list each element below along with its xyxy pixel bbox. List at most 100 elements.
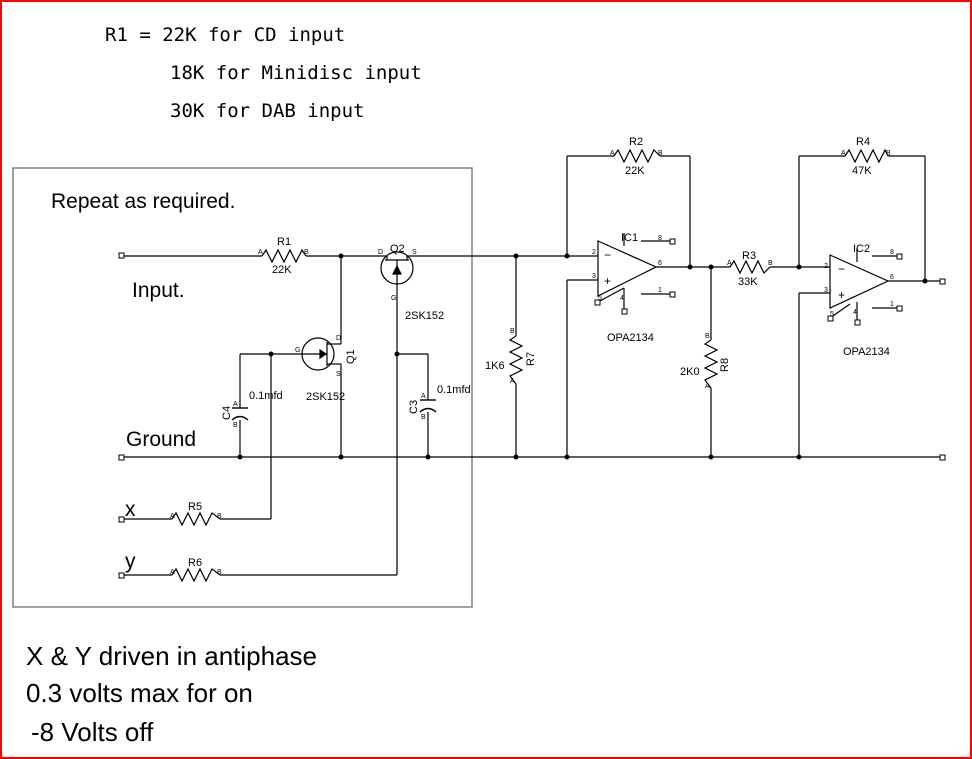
footer-line3: -8 Volts off bbox=[31, 717, 154, 747]
ic2-pin-6: 6 bbox=[890, 274, 894, 281]
ic1-pin-3: 3 bbox=[592, 273, 596, 280]
c4-value: 0.1mfd bbox=[249, 390, 283, 402]
repeat-label: Repeat as required. bbox=[51, 190, 235, 213]
r1-value: 22K bbox=[272, 264, 292, 276]
ic2-pin-5: 5 bbox=[830, 311, 834, 318]
resistor-symbols bbox=[171, 148, 889, 583]
r8-pin-a: A bbox=[705, 383, 710, 390]
r7-pin-b: B bbox=[510, 328, 515, 335]
r2-resistor bbox=[613, 148, 661, 164]
c3-name: C3 bbox=[408, 400, 420, 414]
q1-part: 2SK152 bbox=[306, 391, 345, 403]
ground-label: Ground bbox=[126, 428, 196, 451]
q1-pin-d: D bbox=[336, 335, 341, 342]
q2-name: Q2 bbox=[390, 243, 405, 255]
q1-pin-s: S bbox=[336, 371, 341, 378]
q2-pin-g: G bbox=[391, 295, 396, 302]
r2-pin-a: A bbox=[610, 150, 615, 157]
ic2-pin-8: 8 bbox=[890, 249, 894, 256]
input-label: Input. bbox=[132, 279, 185, 302]
c4-capacitor bbox=[231, 407, 249, 421]
ic2-part: OPA2134 bbox=[843, 346, 890, 358]
terminals bbox=[118, 238, 946, 579]
ic1-part: OPA2134 bbox=[607, 332, 654, 344]
capacitor-symbols bbox=[231, 399, 437, 421]
ic1-plus: + bbox=[604, 274, 611, 288]
r5-resistor bbox=[171, 511, 221, 527]
r1-pin-a: A bbox=[258, 249, 263, 256]
transistor-symbols bbox=[301, 251, 414, 371]
ic1-pin-5: 5 bbox=[598, 295, 602, 302]
ic1-pin-1: 1 bbox=[658, 287, 662, 294]
c4-pin-b: B bbox=[233, 422, 238, 429]
ic1-pin-2: 2 bbox=[592, 249, 596, 256]
c3-capacitor bbox=[419, 399, 437, 413]
r7-value: 1K6 bbox=[485, 360, 505, 372]
ic2-pin-1: 1 bbox=[890, 301, 894, 308]
r6-pin-a: A bbox=[170, 569, 175, 576]
r2-value: 22K bbox=[625, 165, 645, 177]
wires bbox=[122, 155, 943, 576]
ic1-pin-6: 6 bbox=[658, 260, 662, 267]
ic2-pin-2: 2 bbox=[824, 263, 828, 270]
r4-resistor bbox=[844, 148, 889, 164]
r1-pin-b: B bbox=[304, 249, 309, 256]
r3-value: 33K bbox=[738, 276, 758, 288]
r6-pin-b: B bbox=[217, 569, 222, 576]
r8-value: 2K0 bbox=[680, 366, 700, 378]
r4-name: R4 bbox=[856, 136, 870, 148]
r4-pin-b: B bbox=[886, 150, 891, 157]
ic1-name: IC1 bbox=[621, 232, 638, 244]
c4-name: C4 bbox=[221, 406, 233, 420]
q1-name: Q1 bbox=[345, 349, 357, 364]
r6-resistor bbox=[171, 567, 221, 583]
q2-jfet bbox=[380, 251, 414, 290]
r6-name: R6 bbox=[188, 557, 202, 569]
r3-name: R3 bbox=[742, 250, 756, 262]
ic1-minus: − bbox=[604, 248, 611, 262]
repeat-box bbox=[12, 167, 473, 608]
r7-pin-a: A bbox=[510, 378, 515, 385]
r4-pin-a: A bbox=[841, 150, 846, 157]
r1-note-line2: 18K for Minidisc input bbox=[170, 62, 422, 84]
r8-pin-b: B bbox=[705, 333, 710, 340]
y-label: y bbox=[125, 550, 136, 573]
c3-pin-b: B bbox=[421, 414, 426, 421]
r2-pin-b: B bbox=[658, 150, 663, 157]
r5-name: R5 bbox=[188, 501, 202, 513]
q1-jfet bbox=[301, 337, 342, 371]
ic2-opamp bbox=[829, 254, 890, 309]
ic2-pin-3: 3 bbox=[824, 287, 828, 294]
junction-dots bbox=[237, 253, 928, 460]
opamp-symbols bbox=[597, 240, 890, 309]
r1-resistor bbox=[261, 248, 307, 264]
r5-pin-b: B bbox=[217, 513, 222, 520]
ic1-pin-8: 8 bbox=[658, 235, 662, 242]
r7-resistor bbox=[508, 335, 524, 385]
ic1-opamp bbox=[597, 240, 658, 297]
r5-pin-a: A bbox=[170, 513, 175, 520]
c3-value: 0.1mfd bbox=[437, 384, 471, 396]
footer-line2: 0.3 volts max for on bbox=[26, 678, 253, 708]
ic1-pin-4: 4 bbox=[620, 295, 624, 302]
r7-name: R7 bbox=[525, 352, 537, 366]
ic2-plus: + bbox=[838, 288, 845, 302]
r3-pin-a: A bbox=[727, 260, 732, 267]
ic2-minus: − bbox=[838, 262, 845, 276]
r2-name: R2 bbox=[629, 136, 643, 148]
r1-name: R1 bbox=[277, 236, 291, 248]
q2-pin-s: S bbox=[412, 249, 417, 256]
x-label: x bbox=[125, 498, 136, 521]
q2-part: 2SK152 bbox=[405, 310, 444, 322]
r4-value: 47K bbox=[852, 165, 872, 177]
r8-name: R8 bbox=[719, 358, 731, 372]
r1-note-line3: 30K for DAB input bbox=[170, 100, 364, 122]
r3-resistor bbox=[729, 259, 771, 275]
ic2-name: IC2 bbox=[853, 243, 870, 255]
ic2-pin-4: 4 bbox=[853, 309, 857, 316]
q2-pin-d: D bbox=[378, 249, 383, 256]
r8-resistor bbox=[703, 339, 719, 389]
r1-note-line1: R1 = 22K for CD input bbox=[105, 24, 345, 46]
c4-pin-a: A bbox=[233, 401, 238, 408]
